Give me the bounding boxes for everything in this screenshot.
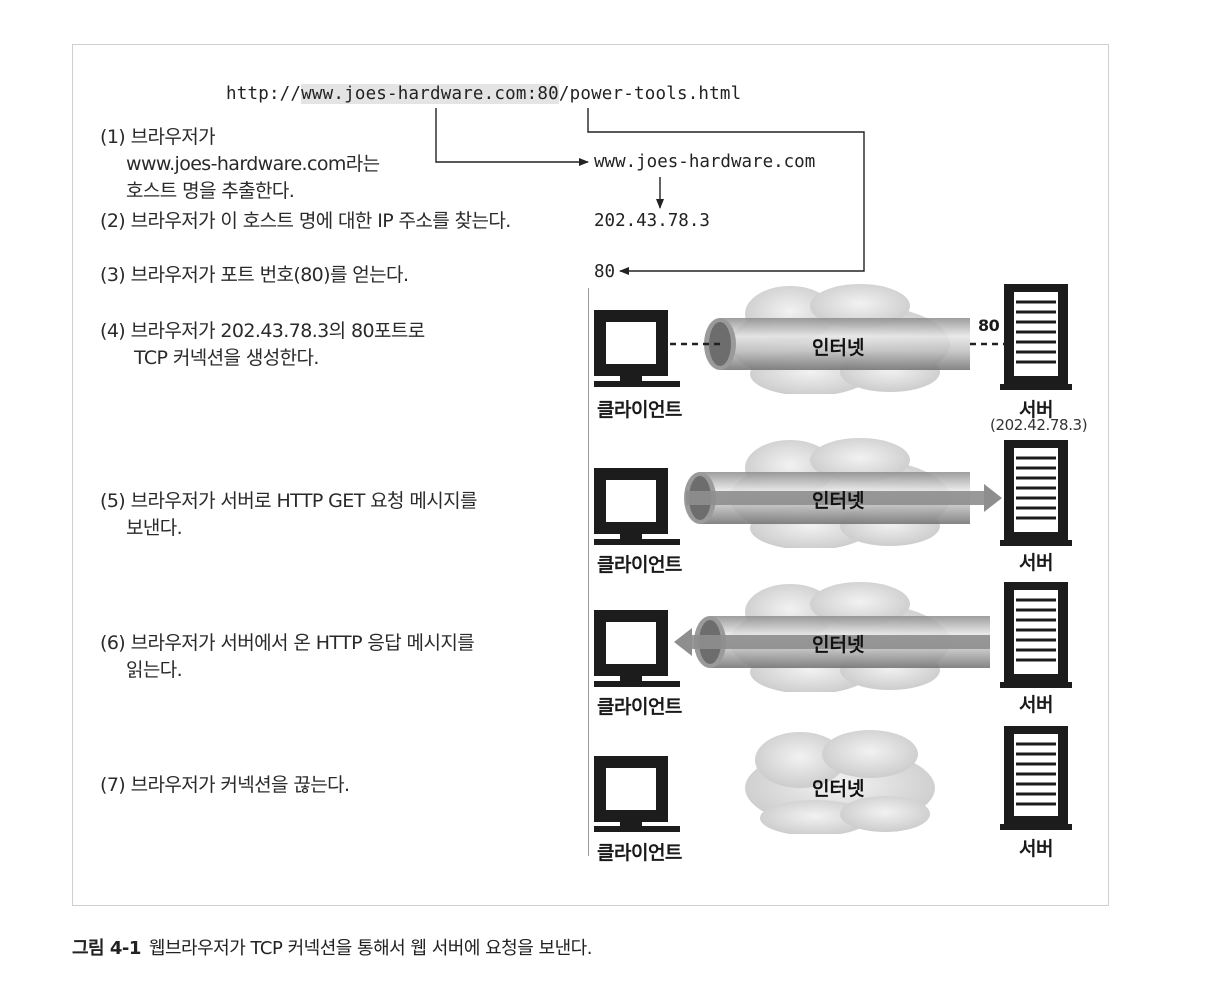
step-text: 브라우저가 서버로 HTTP GET 요청 메시지를 bbox=[130, 490, 478, 512]
url-prefix: http:// bbox=[226, 84, 302, 104]
client-computer-icon bbox=[594, 756, 680, 832]
step-number: (7) bbox=[100, 774, 126, 796]
step-text: 브라우저가 커넥션을 끊는다. bbox=[130, 774, 350, 796]
server-label: 서버 bbox=[1019, 552, 1053, 574]
server-ip-label: (202.42.78.3) bbox=[990, 416, 1088, 434]
response-arrow-icon bbox=[674, 628, 990, 656]
step-number: (6) bbox=[100, 632, 126, 654]
step-number: (1) bbox=[100, 126, 126, 148]
step-1: (1) 브라우저가 www.joes-hardware.com라는 호스트 명을… bbox=[100, 124, 380, 205]
step-2: (2) 브라우저가 이 호스트 명에 대한 IP 주소를 찾는다. bbox=[100, 208, 511, 235]
pipe-icon bbox=[704, 318, 970, 370]
disconnect-scene bbox=[594, 726, 1072, 834]
figure-caption: 그림 4-1 웹브라우저가 TCP 커넥션을 통해서 웹 서버에 요청을 보낸다. bbox=[72, 934, 592, 960]
internet-label: 인터넷 bbox=[812, 634, 865, 656]
cloud-icon bbox=[745, 730, 935, 834]
client-label: 클라이언트 bbox=[597, 399, 682, 421]
step-4: (4) 브라우저가 202.43.78.3의 80포트로 TCP 커넥션을 생성… bbox=[100, 318, 425, 372]
server-icon bbox=[1000, 582, 1072, 688]
step-text: 브라우저가 202.43.78.3의 80포트로 bbox=[130, 320, 426, 342]
client-label: 클라이언트 bbox=[597, 696, 682, 718]
server-label: 서버 bbox=[1019, 838, 1053, 860]
step-number: (3) bbox=[100, 264, 126, 286]
step-number: (4) bbox=[100, 320, 126, 342]
internet-label: 인터넷 bbox=[812, 337, 865, 359]
divider bbox=[588, 288, 589, 856]
step-6: (6) 브라우저가 서버에서 온 HTTP 응답 메시지를 읽는다. bbox=[100, 630, 475, 684]
step-text: 보낸다. bbox=[126, 517, 183, 539]
server-icon bbox=[1000, 726, 1072, 830]
internet-label: 인터넷 bbox=[812, 490, 865, 512]
url-line: http://www.joes-hardware.com:80/power-to… bbox=[226, 84, 741, 104]
client-computer-icon bbox=[594, 610, 680, 687]
port-label: 80 bbox=[978, 316, 1000, 335]
server-label: 서버 bbox=[1019, 694, 1053, 716]
step-5: (5) 브라우저가 서버로 HTTP GET 요청 메시지를 보낸다. bbox=[100, 488, 477, 542]
extracted-port: 80 bbox=[594, 262, 616, 282]
server-label: 서버 bbox=[1019, 399, 1053, 421]
step-3: (3) 브라우저가 포트 번호(80)를 얻는다. bbox=[100, 262, 409, 289]
step-text: 브라우저가 포트 번호(80)를 얻는다. bbox=[130, 264, 409, 286]
step-number: (5) bbox=[100, 490, 126, 512]
caption-text: 웹브라우저가 TCP 커넥션을 통해서 웹 서버에 요청을 보낸다. bbox=[148, 938, 593, 959]
client-label: 클라이언트 bbox=[597, 842, 682, 864]
step-text: 브라우저가 bbox=[130, 126, 216, 148]
extracted-ip: 202.43.78.3 bbox=[594, 211, 710, 231]
step-text: 브라우저가 서버에서 온 HTTP 응답 메시지를 bbox=[130, 632, 475, 654]
url-host: www.joes-hardware.com bbox=[301, 84, 527, 104]
client-computer-icon bbox=[594, 468, 680, 545]
step-number: (2) bbox=[100, 210, 126, 232]
step-text: 브라우저가 이 호스트 명에 대한 IP 주소를 찾는다. bbox=[130, 210, 512, 232]
step-7: (7) 브라우저가 커넥션을 끊는다. bbox=[100, 772, 350, 799]
figure-number: 그림 4-1 bbox=[72, 938, 141, 959]
response-scene bbox=[594, 582, 1072, 692]
step-text: 읽는다. bbox=[126, 659, 183, 681]
host-arrow bbox=[435, 108, 589, 166]
connection-scene bbox=[594, 284, 1072, 394]
step-text: TCP 커넥션을 생성한다. bbox=[134, 347, 319, 369]
step-text: 호스트 명을 추출한다. bbox=[126, 180, 295, 202]
url-colon: : bbox=[526, 84, 538, 104]
step-text: www.joes-hardware.com라는 bbox=[126, 153, 380, 175]
internet-label: 인터넷 bbox=[812, 778, 865, 800]
extracted-host: www.joes-hardware.com bbox=[594, 152, 816, 172]
server-icon bbox=[1000, 440, 1072, 546]
client-computer-icon bbox=[594, 310, 680, 387]
request-scene bbox=[594, 438, 1072, 548]
request-arrow-icon bbox=[686, 484, 1002, 512]
url-port: 80 bbox=[537, 84, 559, 104]
figure-frame bbox=[72, 44, 1109, 906]
port-arrow bbox=[587, 108, 865, 275]
client-label: 클라이언트 bbox=[597, 554, 682, 576]
server-icon bbox=[1000, 284, 1072, 390]
url-path: /power-tools.html bbox=[558, 84, 742, 104]
